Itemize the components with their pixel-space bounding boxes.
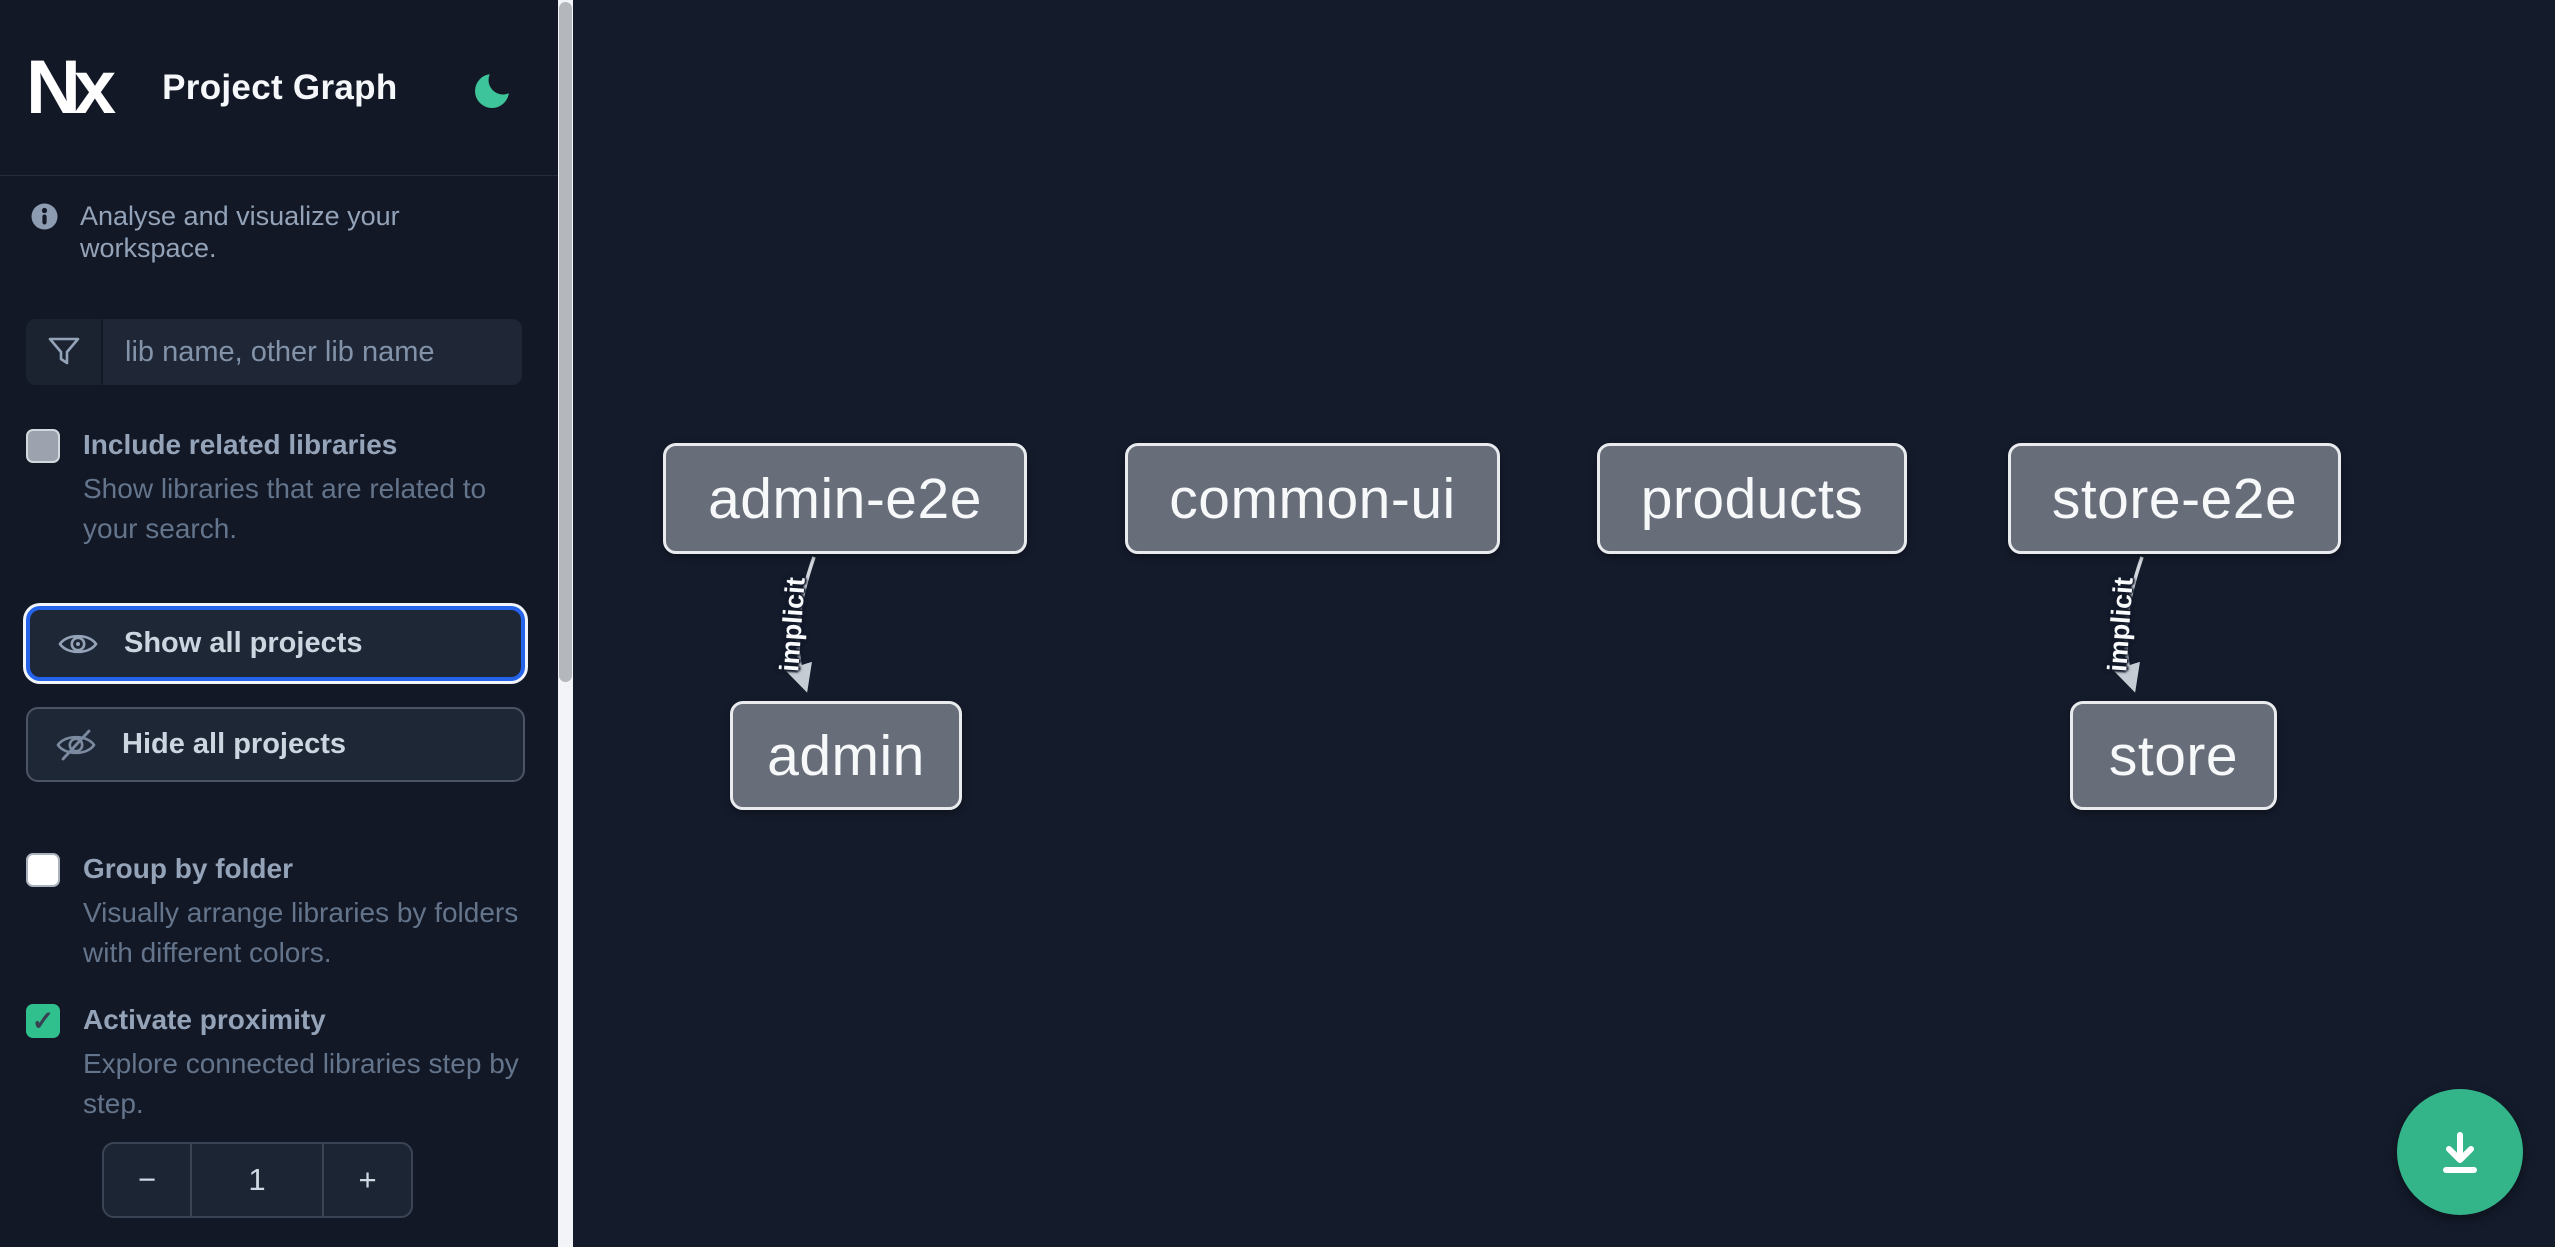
download-icon xyxy=(2443,1132,2477,1173)
option-include-related: Include related libraries Show libraries… xyxy=(26,427,531,549)
eye-off-icon xyxy=(56,729,96,760)
project-graph-canvas[interactable]: admin-e2e common-ui products store-e2e a… xyxy=(573,0,2555,1247)
sidebar-scrollbar-thumb[interactable] xyxy=(559,2,572,682)
sidebar-scrollbar-track[interactable] xyxy=(558,0,573,1247)
show-all-projects-button[interactable]: Show all projects xyxy=(26,606,525,681)
info-icon xyxy=(31,203,58,230)
moon-icon xyxy=(475,65,517,108)
option-activate-proximity: ✓ Activate proximity Explore connected l… xyxy=(26,1002,531,1124)
funnel-icon xyxy=(26,319,103,385)
option-group-by-folder: Group by folder Visually arrange librari… xyxy=(26,851,531,973)
activate-proximity-checkbox[interactable]: ✓ xyxy=(26,1004,60,1038)
theme-toggle-button[interactable] xyxy=(470,64,518,112)
activate-proximity-description: Explore connected libraries step by step… xyxy=(83,1048,519,1119)
sidebar: Nx Project Graph Analyse and visualize y… xyxy=(0,0,558,1247)
node-store[interactable]: store xyxy=(2070,701,2277,810)
group-by-folder-title: Group by folder xyxy=(83,853,293,884)
hide-all-projects-label: Hide all projects xyxy=(122,728,347,760)
node-store-e2e[interactable]: store-e2e xyxy=(2008,443,2341,554)
node-admin[interactable]: admin xyxy=(730,701,962,810)
include-related-checkbox[interactable] xyxy=(26,429,60,463)
include-related-description: Show libraries that are related to your … xyxy=(83,473,487,544)
node-common-ui[interactable]: common-ui xyxy=(1125,443,1500,554)
nx-logo: Nx xyxy=(26,44,116,130)
include-related-title: Include related libraries xyxy=(83,429,398,460)
search-input[interactable] xyxy=(103,319,522,385)
edge-store-e2e-to-store xyxy=(2113,556,2144,693)
page-title: Project Graph xyxy=(162,67,398,107)
download-image-button[interactable] xyxy=(2397,1089,2523,1215)
checkmark-icon: ✓ xyxy=(31,1005,55,1036)
hide-all-projects-button[interactable]: Hide all projects xyxy=(26,707,525,782)
sidebar-header: Nx Project Graph xyxy=(0,0,558,176)
edge-admin-e2e-to-admin xyxy=(785,556,816,693)
node-products[interactable]: products xyxy=(1597,443,1907,554)
node-admin-e2e[interactable]: admin-e2e xyxy=(663,443,1027,554)
workspace-info: Analyse and visualize your workspace. xyxy=(31,200,531,264)
proximity-depth-stepper: − 1 + xyxy=(102,1142,413,1218)
proximity-depth-input[interactable]: 1 xyxy=(248,1162,266,1197)
filter-search xyxy=(26,319,522,385)
graph-edges xyxy=(785,556,2144,693)
decrement-button[interactable]: − xyxy=(104,1144,192,1216)
group-by-folder-description: Visually arrange libraries by folders wi… xyxy=(83,897,519,968)
group-by-folder-checkbox[interactable] xyxy=(26,853,60,887)
activate-proximity-title: Activate proximity xyxy=(83,1004,326,1035)
info-text: Analyse and visualize your workspace. xyxy=(80,201,400,263)
show-all-projects-label: Show all projects xyxy=(124,627,363,659)
increment-button[interactable]: + xyxy=(322,1144,411,1216)
eye-icon xyxy=(58,634,98,653)
